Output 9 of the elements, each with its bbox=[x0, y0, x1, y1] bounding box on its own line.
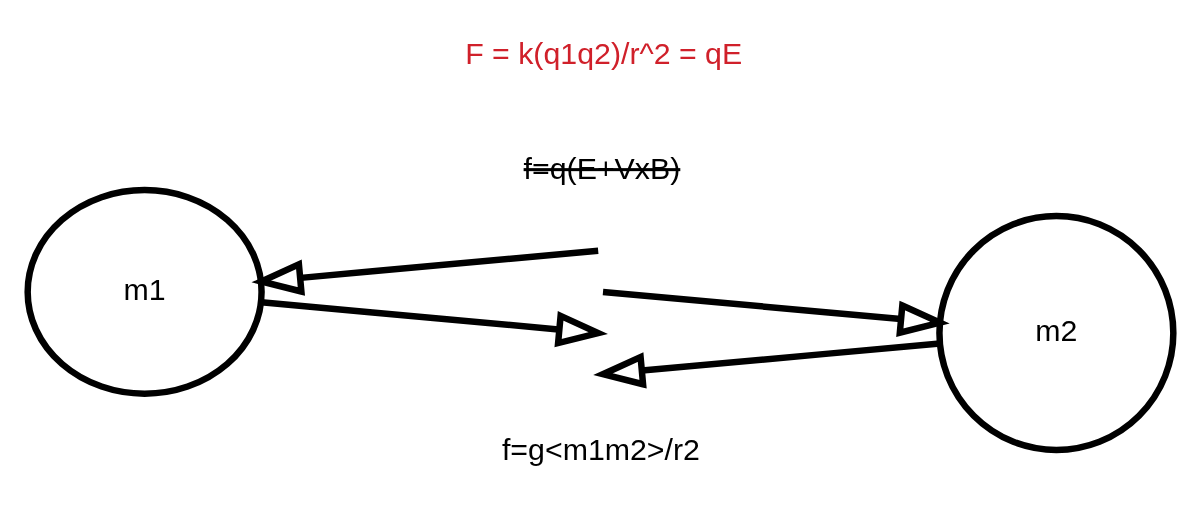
node-ellipse: m1 bbox=[23, 186, 265, 397]
arrow bbox=[592, 340, 940, 389]
arrow bbox=[260, 299, 608, 348]
arrow bbox=[251, 247, 598, 296]
node-circle: m2 bbox=[935, 212, 1177, 454]
label: F = k(q1q2)/r^2 = qE bbox=[464, 36, 742, 70]
label: f=g<m1m2>/r2 bbox=[501, 433, 700, 467]
arrow bbox=[602, 288, 950, 337]
label: f=q(E+VxB) bbox=[523, 151, 680, 185]
